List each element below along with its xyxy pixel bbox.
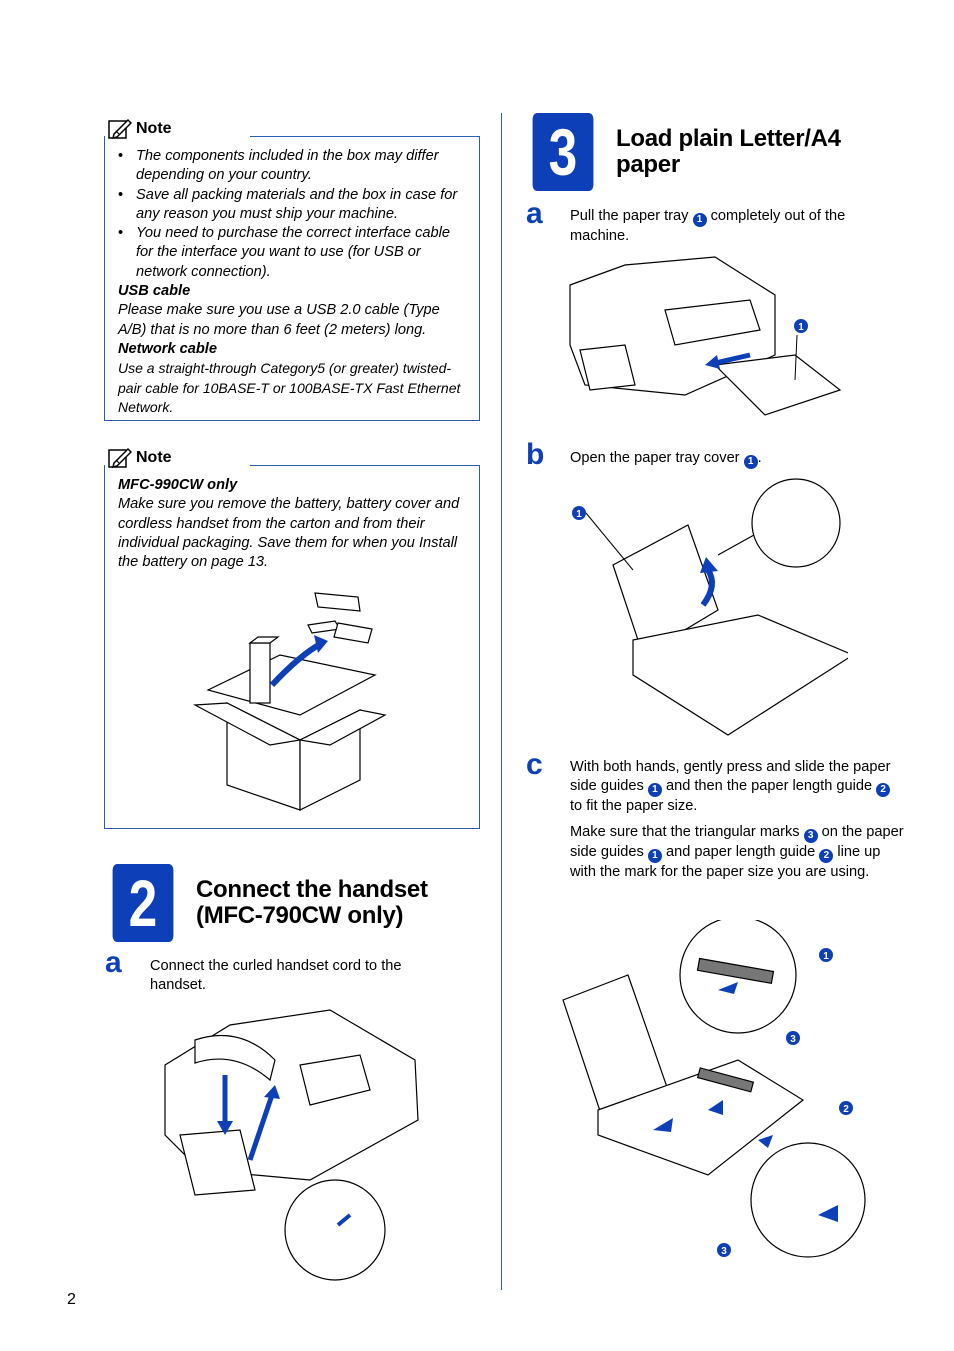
step-2-title-line2: (MFC-790CW only) [196,902,404,929]
note-heading-text: Note [136,449,172,466]
step-2-title-line1: Connect the handset [196,876,428,903]
pencil-note-icon [108,447,132,469]
step-3b-letter: b [526,438,545,471]
note-bullet: Save all packing materials and the box i… [118,186,470,225]
step-3c-text-part: and paper length guide [665,844,816,860]
slide-paper-guides-illustration: 1 3 2 3 [562,920,866,1258]
step-2-title: Connect the handset (MFC-790CW only) [196,877,428,929]
step-2a-text: Connect the curled handset cord to the h… [150,958,402,994]
step-3c-text-part: With both hands, gently press and slide … [570,759,891,795]
usb-cable-text: Please make sure you use a USB 2.0 cable… [118,302,440,338]
callout-1-icon: 1 [743,455,758,469]
step-3c-text-1: With both hands, gently press and slide … [570,758,904,817]
callout-label: 1 [576,509,582,520]
callout-label: 3 [721,1246,727,1257]
step-3a-text-part: completely out of the machine. [570,208,846,244]
note-box-2 [104,465,480,829]
note-heading-text: Note [136,120,172,137]
step-3a-text-part: Pull the paper tray [570,208,689,224]
note-bullet: You need to purchase the correct interfa… [118,224,470,282]
column-divider [501,113,502,1290]
step-3-number: 3 [548,115,578,189]
callout-label: 2 [843,1104,849,1115]
step-3-number-box: 3 [532,113,594,191]
callout-3-icon: 3 [803,829,818,843]
step-2-number: 2 [128,866,158,940]
step-3a-text: Pull the paper tray 1 completely out of … [570,207,900,246]
packaging-box-illustration [192,592,387,811]
step-3-title-line2: paper [616,151,680,178]
note-heading-1: Note [108,118,172,140]
handset-connection-illustration [164,1009,419,1281]
pencil-note-icon [108,118,132,140]
step-3c-letter: c [526,748,543,781]
step-3b-text: Open the paper tray cover 1. [570,449,900,469]
callout-label: 1 [798,322,804,333]
step-3c-text-part: and then the paper length guide [665,778,873,795]
step-3b-text-part: . [757,450,762,466]
callout-1-icon: 1 [647,783,662,798]
usb-cable-heading: USB cable [118,283,191,300]
callout-2-icon: 2 [819,849,834,863]
step-3c-text-part: to fit the paper size. [570,798,698,815]
step-2a-letter: a [105,946,122,979]
note-heading-2: Note [108,447,172,469]
mfc990-heading: MFC-990CW only [118,477,238,493]
step-3c-text-part: Make sure that the triangular marks [570,824,800,840]
note-body-2: MFC-990CW only Make sure you remove the … [118,476,470,572]
step-3-title-line1: Load plain Letter/A4 [616,125,841,152]
callout-1-icon: 1 [647,849,662,863]
callout-label: 3 [790,1034,796,1045]
network-cable-text: Use a straight-through Category5 (or gre… [118,360,461,415]
callout-label: 1 [823,951,829,962]
callout-2-icon: 2 [876,783,891,798]
note-bullet: The components included in the box may d… [118,147,470,186]
step-3b-text-part: Open the paper tray cover [570,450,740,466]
note-body-1: The components included in the box may d… [118,147,470,417]
step-3c-text-2: Make sure that the triangular marks 3 on… [570,823,904,882]
step-3a-letter: a [526,197,543,230]
step-3c-text-part: on the paper side guides [570,824,904,860]
step-3-title: Load plain Letter/A4 paper [616,126,841,178]
pull-paper-tray-illustration: 1 [569,256,842,416]
mfc990-text: Make sure you remove the battery, batter… [118,496,460,571]
page-number: 2 [67,1291,76,1308]
note-box-1 [104,136,480,421]
step-3c-text-part: line up with the mark for the paper size… [570,844,881,880]
network-cable-heading: Network cable [118,340,217,357]
open-tray-cover-illustration: 1 [572,478,848,736]
step-2-number-box: 2 [112,864,174,942]
callout-1-icon: 1 [692,213,707,227]
